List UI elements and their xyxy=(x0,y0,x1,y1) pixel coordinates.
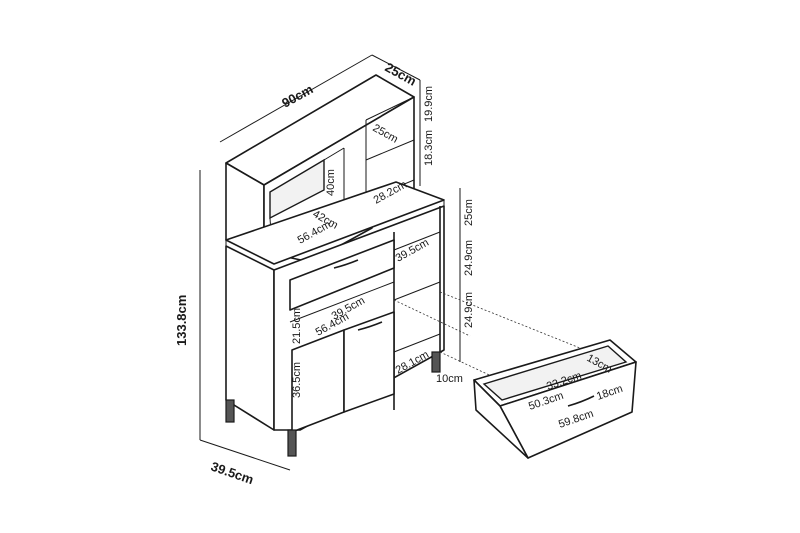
dim-right-shelf-low: 24.9cm xyxy=(463,292,475,328)
drawer-front xyxy=(289,239,395,311)
dim-right-shelf-mid: 24.9cm xyxy=(463,240,475,276)
leg-back-right xyxy=(431,351,441,373)
lower-cabinet xyxy=(225,205,445,457)
cabinet-door-right xyxy=(343,311,395,413)
dim-top-shelf-2: 18.3cm xyxy=(423,130,435,166)
dim-hutch-height: 40cm xyxy=(325,169,337,196)
dim-width: 90cm xyxy=(279,81,315,110)
drawer-box-handle xyxy=(567,395,595,407)
dim-lower-cabinet-height: 36.5cm xyxy=(291,362,303,398)
dimension-lines xyxy=(199,54,591,471)
dim-leg-height: 10cm xyxy=(436,373,463,385)
drawer-handle xyxy=(333,259,359,269)
dim-depth-bottom: 39.5cm xyxy=(209,459,256,488)
leg-front-center xyxy=(287,429,297,457)
dim-drawer-front-height: 21.5cm xyxy=(291,308,303,344)
dim-height: 133.8cm xyxy=(174,295,189,346)
leg-front-left xyxy=(225,399,235,423)
extracted-drawer xyxy=(473,339,637,459)
door-handle xyxy=(357,321,383,331)
dim-top-shelf-1: 19.9cm xyxy=(423,86,435,122)
dim-right-shelf-top: 25cm xyxy=(463,199,475,226)
